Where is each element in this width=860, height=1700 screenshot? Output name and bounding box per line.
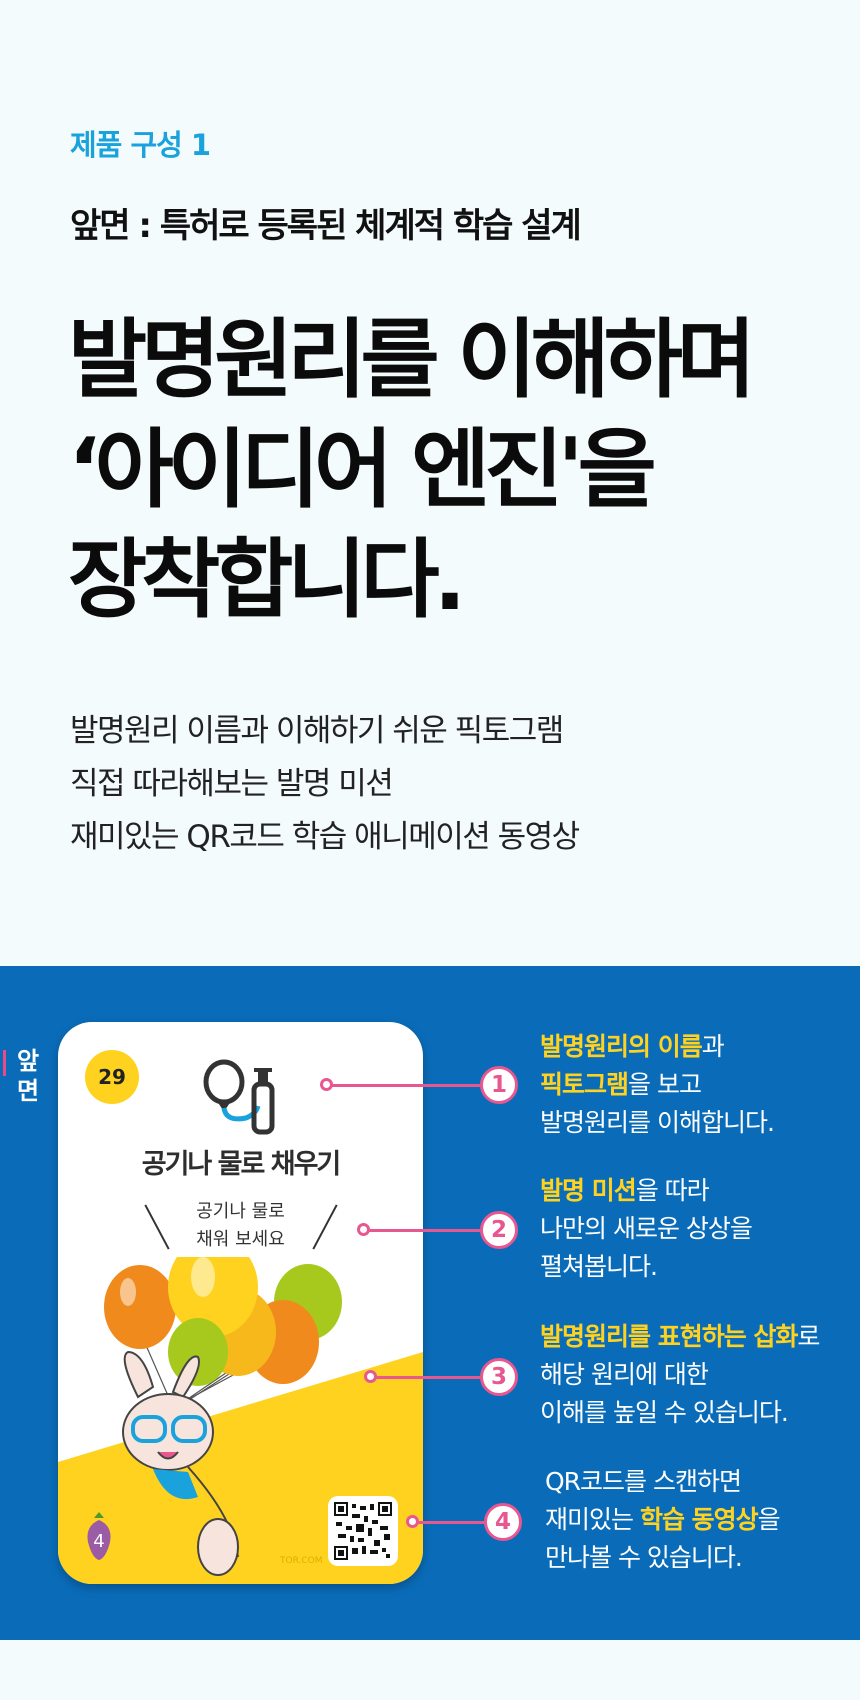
- point-1-line-1: 발명원리의 이름과: [540, 1028, 774, 1066]
- point-1-plain-1: 과: [701, 1032, 725, 1061]
- card-number-badge: 29: [85, 1050, 139, 1104]
- headline-line-2: ‘아이디어 엔진'을: [68, 420, 657, 520]
- connector-dot-2: [357, 1223, 370, 1236]
- point-2-line-1: 발명 미션을 따라: [540, 1172, 752, 1210]
- balloon-tank-icon: [203, 1059, 275, 1135]
- point-2-plain: 을 따라: [635, 1176, 710, 1205]
- point-1-text: 발명원리의 이름과 픽토그램을 보고 발명원리를 이해합니다.: [540, 1028, 775, 1142]
- point-3-line-3: 이해를 높일 수 있습니다.: [540, 1398, 789, 1427]
- card-mission-line-2: 채워 보세요: [196, 1229, 285, 1250]
- connector-2: [363, 1229, 480, 1232]
- card-level: 4: [93, 1531, 104, 1552]
- point-3-line-2: 해당 원리에 대한: [540, 1360, 709, 1389]
- section-label: 제품 구성 1: [70, 128, 211, 162]
- intro-section: 제품 구성 1 앞면 : 특허로 등록된 체계적 학습 설계 발명원리를 이해하…: [68, 128, 756, 864]
- description-line-3: 재미있는 QR코드 학습 애니메이션 동영상: [70, 819, 580, 855]
- point-3-plain: 로: [797, 1322, 820, 1351]
- card-site-text: TOR.COM: [280, 1556, 323, 1566]
- point-3-highlight: 발명원리를 표현하는 삽화: [540, 1322, 798, 1351]
- point-3-text: 발명원리를 표현하는 삽화로 해당 원리에 대한 이해를 높일 수 있습니다.: [540, 1318, 820, 1432]
- connector-dot-3: [364, 1370, 377, 1383]
- level-carrot-icon: 4: [87, 1512, 111, 1560]
- card-mission: 공기나 물로 채워 보세요: [58, 1198, 423, 1254]
- qr-code-icon: [334, 1502, 392, 1560]
- point-4-text: QR코드를 스캔하면 재미있는 학습 동영상을 만나볼 수 있습니다.: [545, 1463, 781, 1577]
- point-number-1: 1: [480, 1066, 518, 1104]
- connector-dot-4: [406, 1515, 419, 1528]
- headline-line-1: 발명원리를 이해하며: [68, 310, 756, 410]
- point-4-line-1: QR코드를 스캔하면: [545, 1467, 742, 1496]
- connector-1: [326, 1084, 480, 1087]
- point-1-highlight-2: 픽토그램: [540, 1070, 629, 1099]
- connector-3: [370, 1376, 480, 1379]
- point-1-line-3: 발명원리를 이해합니다.: [540, 1108, 775, 1137]
- description: 발명원리 이름과 이해하기 쉬운 픽토그램 직접 따라해보는 발명 미션 재미있…: [70, 705, 580, 864]
- point-4-line-2: 재미있는 학습 동영상을: [545, 1501, 781, 1539]
- point-2-highlight: 발명 미션: [540, 1176, 637, 1205]
- headline-line-3: 장착합니다.: [68, 530, 466, 630]
- point-2-text: 발명 미션을 따라 나만의 새로운 상상을 펼쳐봅니다.: [540, 1172, 753, 1286]
- point-1-plain-2: 을 보고: [628, 1070, 702, 1099]
- headline: 발명원리를 이해하며 ‘아이디어 엔진'을 장착합니다.: [68, 305, 756, 635]
- point-1-line-2: 픽토그램을 보고: [540, 1066, 774, 1104]
- point-4-plain-2: 을: [757, 1505, 781, 1534]
- point-4-plain-1: 재미있는: [545, 1505, 640, 1534]
- description-line-1: 발명원리 이름과 이해하기 쉬운 픽토그램: [70, 713, 564, 749]
- connector-dot-1: [320, 1078, 333, 1091]
- description-line-2: 직접 따라해보는 발명 미션: [70, 766, 394, 802]
- invention-card: 29 공기나 물로 채우기 공기나 물로 채워 보세요: [58, 1022, 423, 1584]
- point-number-2: 2: [480, 1211, 518, 1249]
- point-number-3: 3: [480, 1358, 518, 1396]
- point-number-4: 4: [484, 1503, 522, 1541]
- side-tab-marker: [3, 1050, 6, 1076]
- point-3-line-1: 발명원리를 표현하는 삽화로: [540, 1318, 820, 1356]
- qr-code[interactable]: [328, 1496, 398, 1566]
- point-2-line-3: 펼쳐봅니다.: [540, 1252, 658, 1281]
- point-2-line-2: 나만의 새로운 상상을: [540, 1214, 753, 1243]
- point-1-highlight-1: 발명원리의 이름: [540, 1032, 703, 1061]
- point-4-line-3: 만나볼 수 있습니다.: [545, 1543, 743, 1572]
- card-mission-line-1: 공기나 물로: [196, 1201, 285, 1222]
- side-tab-label: 앞면: [16, 1047, 40, 1105]
- point-4-highlight: 학습 동영상: [639, 1505, 759, 1534]
- card-title: 공기나 물로 채우기: [141, 1149, 342, 1180]
- rabbit-balloons-illustration: [104, 1257, 342, 1576]
- card-feature-panel: 앞면 29 공기나 물로 채우기 공기나 물로 채워 보세요: [0, 966, 860, 1640]
- section-subtitle: 앞면 : 특허로 등록된 체계적 학습 설계: [70, 206, 582, 246]
- connector-4: [412, 1521, 484, 1524]
